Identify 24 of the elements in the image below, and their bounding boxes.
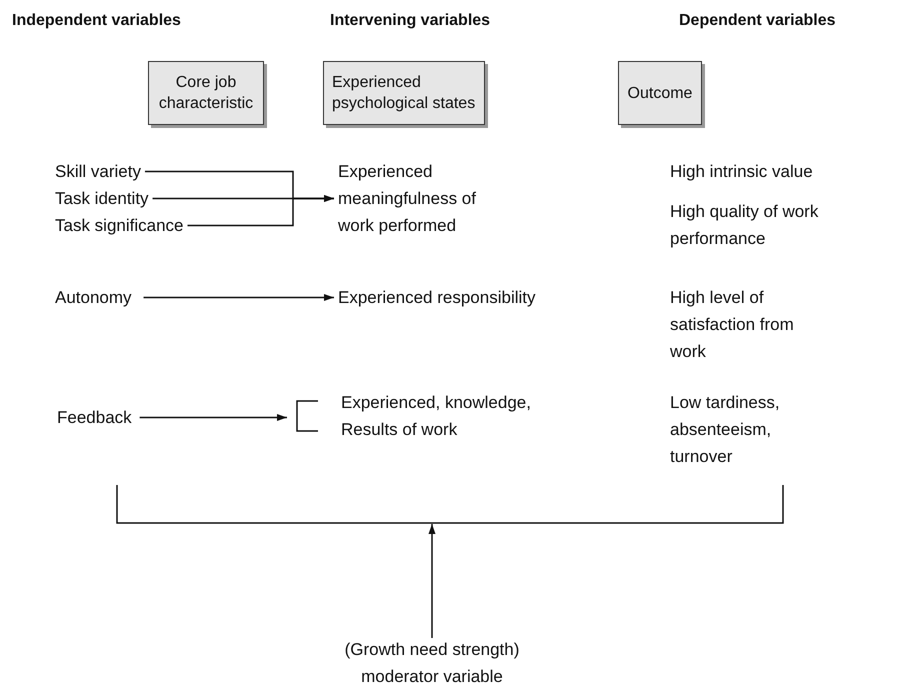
column-heading: Dependent variables [679,12,836,30]
variable-label: Skill variety [55,158,141,185]
header-box: Outcome [618,61,702,125]
variable-label: Low tardiness, absenteeism, turnover [670,389,800,470]
variable-label: Task significance [55,212,184,239]
variable-label: Experienced, knowledge, Results of work [341,389,551,443]
header-box: Core job characteristic [148,61,264,125]
column-heading: Independent variables [12,12,181,30]
column-heading: Intervening variables [330,12,490,30]
variable-label: Autonomy [55,284,132,311]
arrow [188,195,334,226]
variable-label: (Growth need strength) moderator variable [312,636,552,687]
variable-label: Experienced responsibility [338,284,536,311]
variable-label: Feedback [57,404,132,431]
bracket [116,485,784,524]
header-box: Experienced psychological states [323,61,485,125]
arrow [144,294,334,301]
variable-label: High quality of work performance [670,198,845,252]
variable-label: Task identity [55,185,149,212]
variable-label: High intrinsic value [670,158,813,185]
variable-label: High level of satisfaction from work [670,284,820,365]
arrow [140,414,287,421]
arrow [428,524,436,638]
variable-label: Experienced meaningfulness of work performed [338,158,488,239]
